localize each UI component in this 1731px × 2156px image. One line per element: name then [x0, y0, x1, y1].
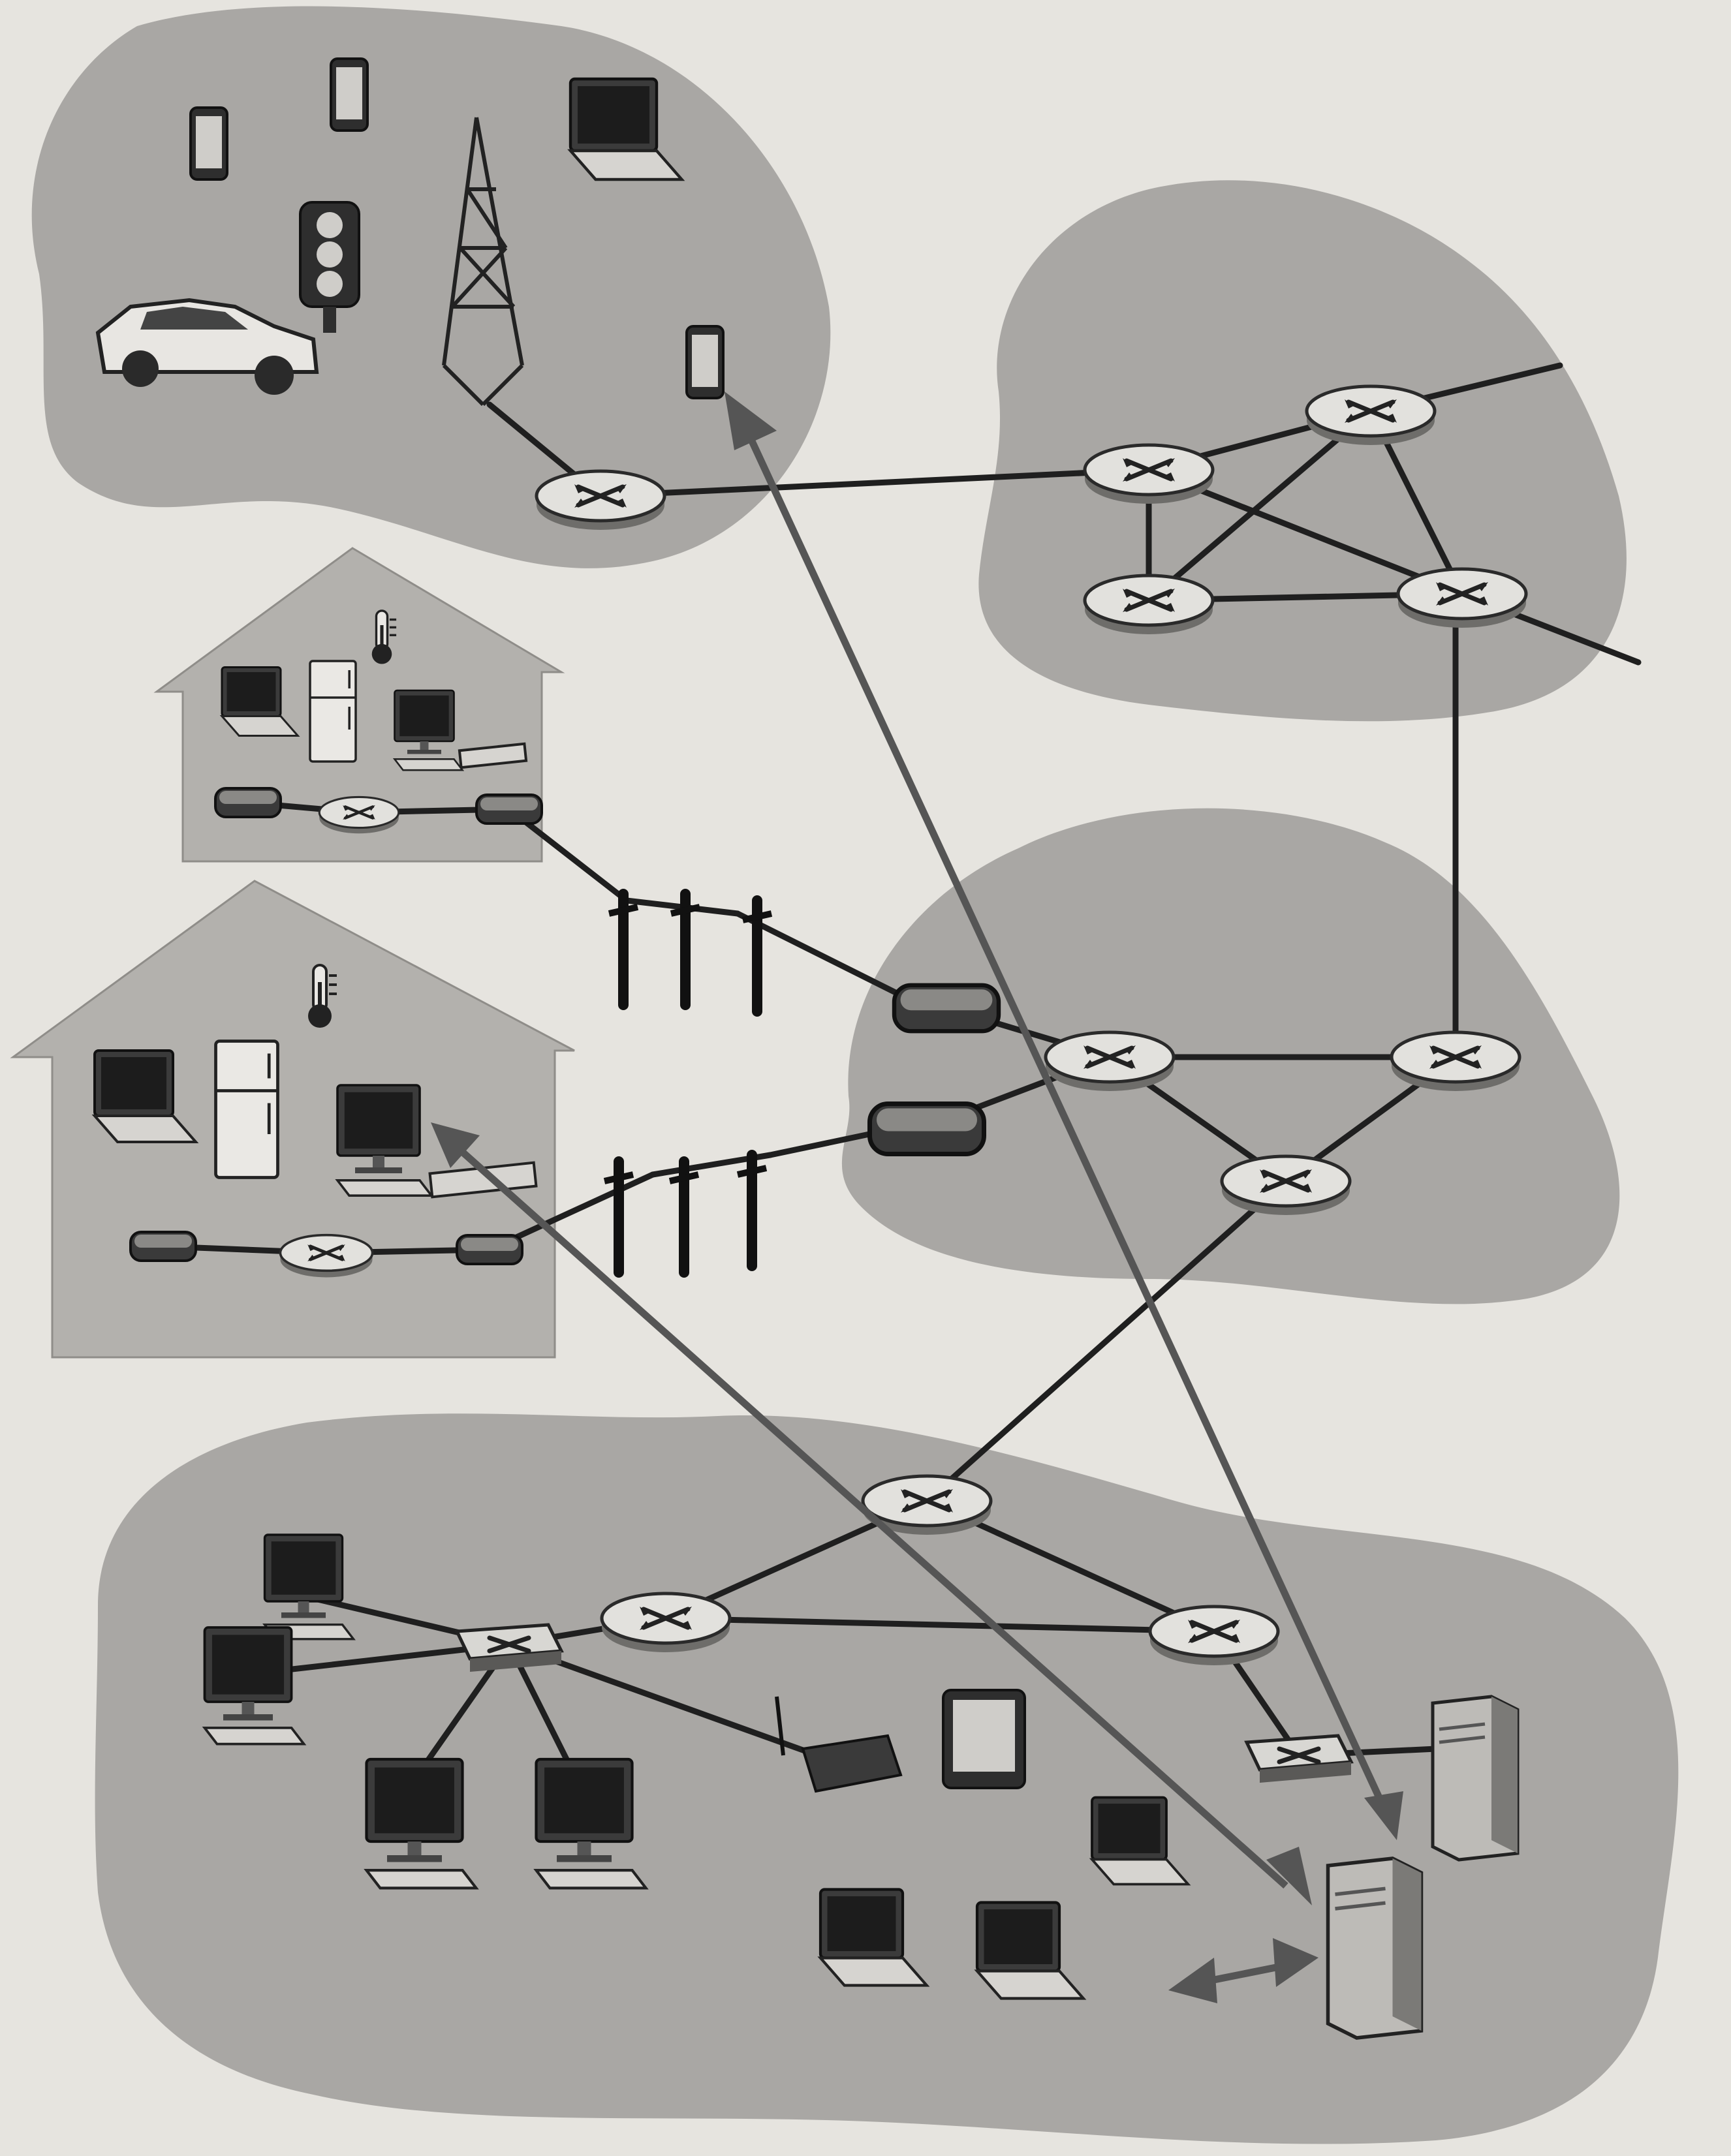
refrigerator-icon [216, 1041, 278, 1178]
router-icon [1085, 445, 1213, 504]
router-icon [537, 471, 664, 530]
link-layer-switch-icon [1247, 1736, 1351, 1783]
cable-head-end-icon [894, 985, 999, 1031]
server-icon [1328, 1858, 1422, 2038]
arrowhead-home [431, 1122, 480, 1168]
enterprise-devices [203, 1533, 1518, 2038]
utility-poles [604, 894, 772, 1272]
mobile-network-region [31, 6, 831, 568]
modem-icon [475, 793, 543, 825]
router-icon [1307, 386, 1435, 445]
router-icon [602, 1594, 730, 1652]
modem-icon [129, 1231, 197, 1262]
smartphone-icon [685, 325, 725, 399]
cell-tower-icon [442, 117, 524, 407]
arrowhead-server [1266, 1847, 1312, 1905]
wireless-access-point-icon [775, 1696, 903, 1793]
mobile-devices [95, 57, 725, 407]
router-icon [319, 797, 399, 833]
router-icon [1150, 1607, 1278, 1665]
arrowhead-right [1273, 1938, 1318, 1987]
flow-arrows [431, 392, 1403, 2003]
cable-head-end-icon [870, 1104, 984, 1154]
router-icon [1085, 576, 1213, 634]
smartphone-icon [330, 57, 369, 132]
server-icon [1433, 1697, 1518, 1860]
smartphone-icon [189, 106, 228, 181]
modem-icon [456, 1234, 523, 1265]
traffic-light-icon [299, 201, 360, 333]
router-icon [1046, 1032, 1174, 1091]
link-layer-switch-icon [457, 1625, 561, 1672]
router-icon [1398, 569, 1526, 628]
car-icon [95, 298, 319, 395]
keyboard-icon [458, 742, 528, 769]
arrowhead-down [1364, 1791, 1403, 1840]
national-isp-region [978, 180, 1627, 722]
router-icon [280, 1235, 372, 1278]
router-icon [1222, 1156, 1350, 1215]
home-upper-devices [221, 611, 528, 771]
tablet-icon [942, 1689, 1026, 1789]
arrowhead-left [1168, 1958, 1217, 2003]
arrowhead-up [725, 392, 777, 450]
home-network-upper-house [153, 547, 565, 863]
router-icon [1392, 1032, 1520, 1091]
refrigerator-icon [309, 660, 357, 763]
modem-icon [214, 787, 282, 818]
